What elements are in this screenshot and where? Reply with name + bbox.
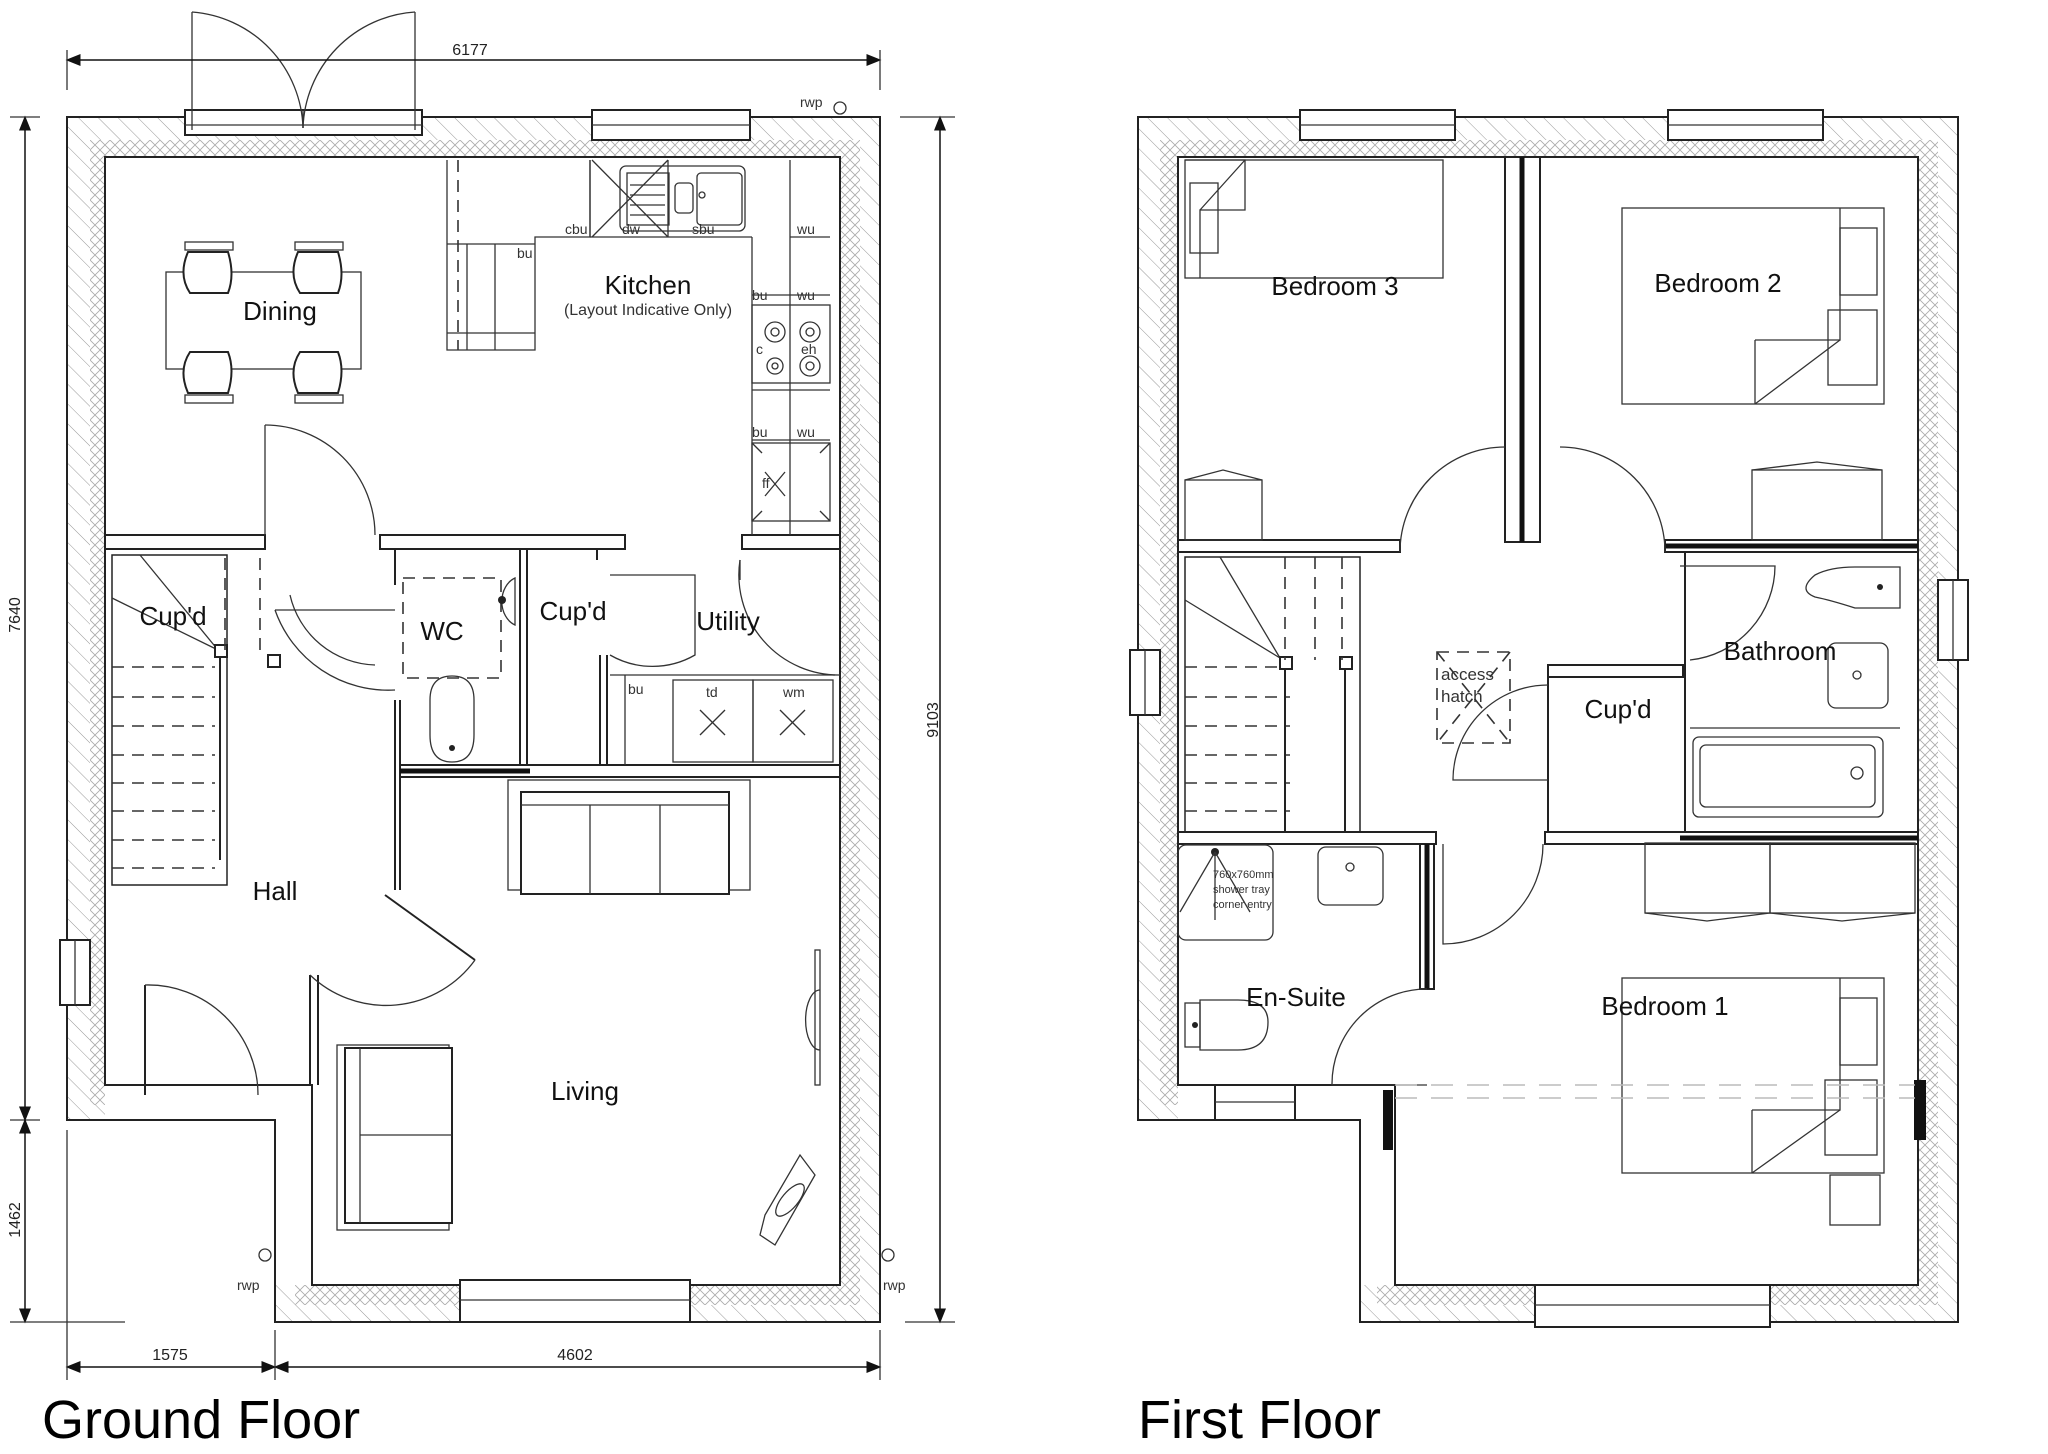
kitchen-units <box>446 159 831 535</box>
room-label-dining: Dining <box>243 296 317 326</box>
shower-note-3: corner entry <box>1213 899 1272 911</box>
label-wm: wm <box>782 684 805 700</box>
room-label-utility: Utility <box>696 606 760 636</box>
first-floor-title: First Floor <box>1138 1390 1381 1450</box>
bedroom2-furniture <box>1621 207 1885 541</box>
dining-table <box>165 241 362 404</box>
access-hatch-label-1: access <box>1441 665 1494 684</box>
label-td: td <box>706 684 718 700</box>
rwp-label-bottom-right: rwp <box>883 1277 906 1293</box>
label-c: c <box>756 341 763 357</box>
living-furniture <box>336 779 821 1246</box>
label-bu-left: bu <box>517 245 533 261</box>
room-label-bedroom2: Bedroom 2 <box>1654 268 1781 298</box>
bedroom1-furniture <box>1395 842 1916 1226</box>
room-label-cupd-under-stairs: Cup'd <box>139 601 206 631</box>
wc-fixtures <box>402 576 516 763</box>
dim-width-top: 6177 <box>452 42 488 59</box>
room-label-cupd-first: Cup'd <box>1584 694 1651 724</box>
kitchen-note: (Layout Indicative Only) <box>564 302 732 319</box>
first-floor-windows <box>1129 109 1969 1328</box>
dim-height-main: 7640 <box>7 597 24 633</box>
room-label-hall: Hall <box>253 876 298 906</box>
label-bu-utility: bu <box>628 681 644 697</box>
ground-doors <box>144 424 841 1096</box>
first-floor-plan: Bedroom 3 Bedroom 2 Bathroom Cup'd acces… <box>1129 109 1969 1450</box>
room-label-wc: WC <box>420 616 463 646</box>
label-cbu: cbu <box>565 221 588 237</box>
label-eh: eh <box>801 341 817 357</box>
dim-height-porch: 1462 <box>7 1202 24 1238</box>
bedroom3-furniture <box>1184 159 1444 541</box>
room-label-bedroom1: Bedroom 1 <box>1601 991 1728 1021</box>
label-wu-hob: wu <box>796 287 815 303</box>
ground-floor-title: Ground Floor <box>42 1390 360 1450</box>
access-hatch-label-2: hatch <box>1441 687 1483 706</box>
label-bu-hob: bu <box>752 287 768 303</box>
label-ff: ff <box>762 475 770 491</box>
shower-note-1: 760x760mm <box>1213 869 1274 881</box>
label-wu-ff: wu <box>796 424 815 440</box>
ensuite-fixtures <box>1177 844 1384 1051</box>
room-label-kitchen: Kitchen <box>605 270 692 300</box>
ground-internal-walls <box>104 534 841 1085</box>
access-hatch <box>1436 651 1511 744</box>
utility-appliances <box>610 674 835 765</box>
first-internal-walls <box>1177 156 1919 990</box>
room-label-bathroom: Bathroom <box>1724 636 1837 666</box>
rwp-label-top: rwp <box>800 94 823 110</box>
patio-doors <box>184 11 423 136</box>
kitchen-window <box>591 109 751 141</box>
ground-floor-plan: Dining Kitchen (Layout Indicative Only) … <box>7 11 955 1450</box>
label-wu-top: wu <box>796 221 815 237</box>
dim-width-porch: 1575 <box>152 1347 188 1364</box>
room-label-bedroom3: Bedroom 3 <box>1271 271 1398 301</box>
dim-width-main: 4602 <box>557 1347 593 1364</box>
rwp-label-bottom-left: rwp <box>237 1277 260 1293</box>
label-bu-ff: bu <box>752 424 768 440</box>
first-stairs <box>1184 556 1361 833</box>
ground-dimensions: 6177 7640 1462 9103 1575 4602 <box>7 42 955 1380</box>
label-sbu: sbu <box>692 221 715 237</box>
ground-stairs <box>111 554 281 886</box>
room-label-en-suite: En-Suite <box>1246 982 1346 1012</box>
room-label-cupd: Cup'd <box>539 596 606 626</box>
living-window <box>459 1279 691 1323</box>
bathroom-fixtures <box>1690 566 1901 818</box>
rwp-markers: rwp rwp rwp <box>237 94 906 1293</box>
dim-height-right: 9103 <box>925 702 942 738</box>
room-label-living: Living <box>551 1076 619 1106</box>
first-doors <box>1331 446 1776 1086</box>
shower-note-2: shower tray <box>1213 884 1270 896</box>
label-dw: dw <box>622 221 641 237</box>
hall-window <box>59 939 91 1006</box>
